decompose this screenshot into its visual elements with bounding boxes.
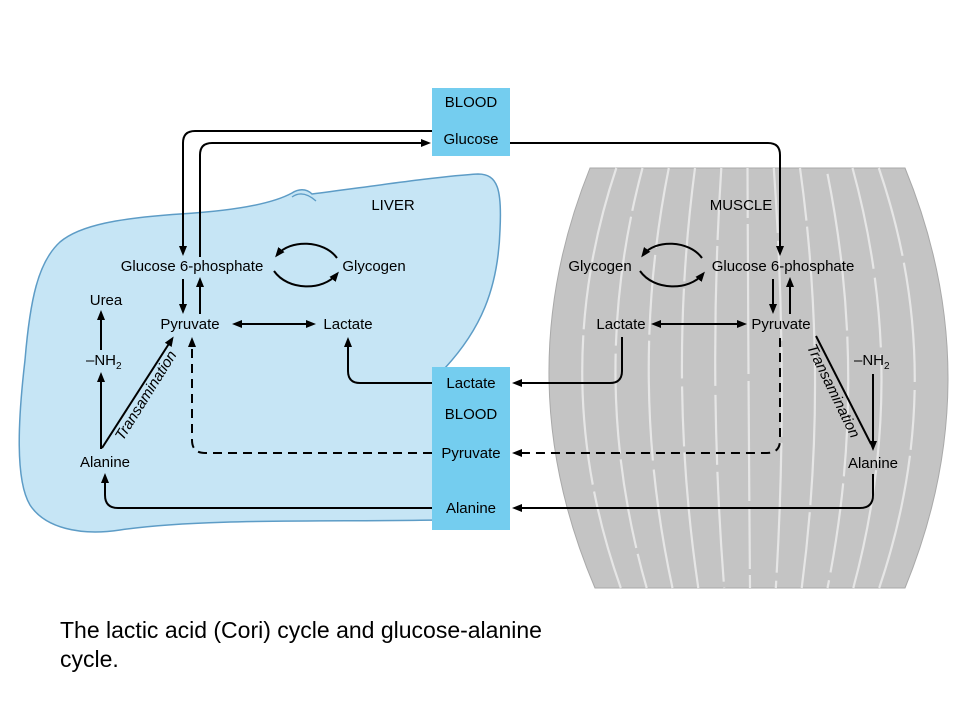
liver-pyruvate-label: Pyruvate [160,316,219,333]
muscle-fiber-line [877,167,916,589]
liver-amino-group-subscript: 2 [116,361,122,372]
arrow-muscle-pyruvate-to-blood-pyruvate [512,338,781,457]
arrow-blood-lactate-to-liver-lactate [344,337,432,384]
muscle-fiber-line [647,167,674,589]
blood-box-bottom [432,367,510,530]
liver-amino-group-label: –NH2 [86,352,122,372]
muscle-fiber-line [772,167,783,589]
arrow-liver-transamination-alanine-to-pyruvate [101,336,174,449]
blood-top-label: BLOOD [445,94,498,111]
arrow-liver-glucose-6-phosphate-to-glycogen [273,270,339,288]
muscle-amino-group-subscript: 2 [884,361,890,372]
muscle-lactate-label: Lactate [596,316,645,333]
arrow-liver-glycogen-to-glucose-6-phosphate [275,242,338,259]
liver-fold-line [291,193,317,202]
figure-caption: The lactic acid (Cori) cycle and glucose… [60,617,542,672]
liver-glycogen-label: Glycogen [342,258,405,275]
liver-amino-group-text: –NH [86,352,116,369]
muscle-alanine-label: Alanine [848,455,898,472]
arrow-muscle-glycogen-to-glucose-6-phosphate [639,270,705,288]
arrow-blood-pyruvate-to-liver-pyruvate [188,337,432,454]
blood-pyruvate-label: Pyruvate [441,445,500,462]
arrow-muscle-lactate-to-blood-lactate [512,337,623,387]
muscle-fiber-line [825,167,850,589]
blood-box-top [432,88,510,156]
blood-alanine-label: Alanine [446,500,496,517]
muscle-fiber-line [581,167,622,589]
muscle-pyruvate-label: Pyruvate [751,316,810,333]
muscle-fibers [581,167,916,589]
muscle-glucose-6-phosphate-label: Glucose 6-phosphate [712,258,855,275]
arrow-blood-alanine-to-liver-alanine [101,473,432,509]
arrow-blood-glucose-to-liver-glucose-6-phosphate [179,130,432,256]
muscle-amino-group-text: –NH [854,352,884,369]
muscle-fiber-line [714,167,726,589]
liver-urea-label: Urea [90,292,123,309]
muscle-label: MUSCLE [710,197,773,214]
liver-glucose-6-phosphate-label: Glucose 6-phosphate [121,258,264,275]
muscle-amino-group-label: –NH2 [854,352,890,372]
arrow-muscle-glucose-6-phosphate-to-glycogen [641,242,703,259]
arrow-liver-glucose-6-phosphate-to-blood-glucose [199,139,431,257]
muscle-fiber-line [851,167,883,589]
muscle-fiber-line [614,167,648,589]
liver-shape [18,173,502,533]
muscle-shape [548,167,949,589]
liver-lactate-label: Lactate [323,316,372,333]
muscle-fiber-line [746,167,752,589]
arrow-blood-glucose-to-muscle-glucose-6-phosphate [510,142,784,256]
blood-bottom-label: BLOOD [445,406,498,423]
arrow-muscle-alanine-to-blood-alanine [512,474,874,512]
liver-alanine-label: Alanine [80,454,130,471]
muscle-fiber-line [798,167,817,589]
liver-label: LIVER [371,197,415,214]
blood-glucose-label: Glucose [443,131,498,148]
muscle-glycogen-label: Glycogen [568,258,631,275]
blood-lactate-label: Lactate [446,375,495,392]
line-muscle-transamination-pyruvate-to-alanine [815,335,872,445]
muscle-fiber-line [680,167,700,589]
